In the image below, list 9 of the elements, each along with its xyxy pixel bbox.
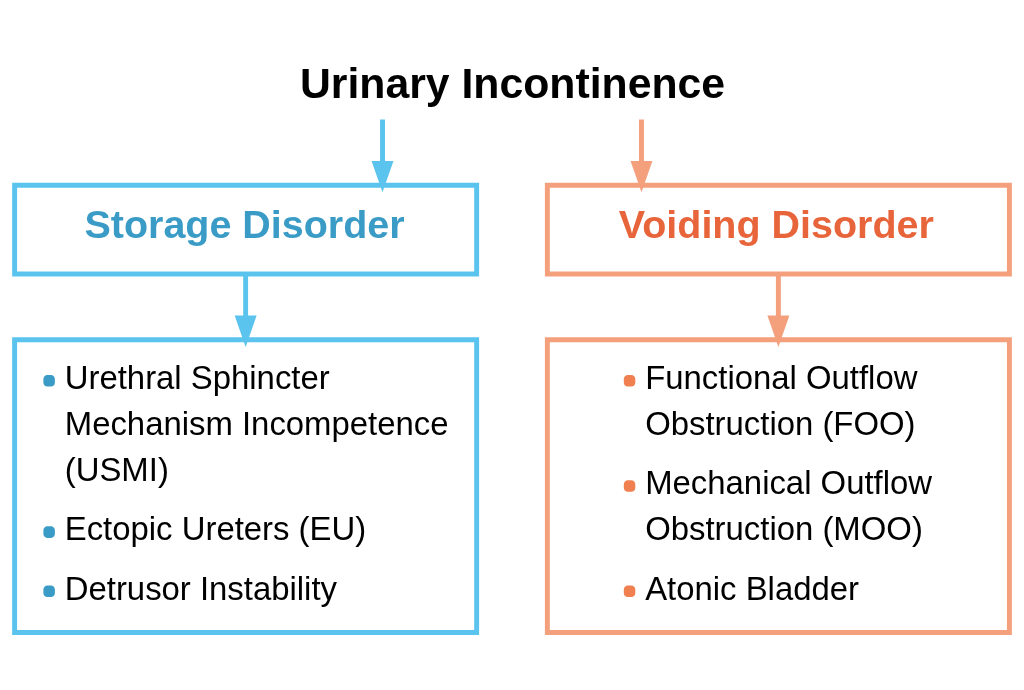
arrow [234,273,257,347]
node-box: Functional Outflow Obstruction (FOO) Mechanical Outflow Obstruction (MOO) Atonic Bladder [544,336,1012,635]
arrow [630,119,653,192]
node-box: Storage Disorder [12,182,480,276]
node-box: Urethral Sphincter Mechanism Incompetence (USMI) Ectopic Ureters (EU) Detrusor Instability [12,336,480,635]
node-text: Urinary Incontinence [299,58,726,107]
node-box: Voiding Disorder [544,182,1012,276]
arrow [767,273,790,347]
arrow [371,119,394,192]
